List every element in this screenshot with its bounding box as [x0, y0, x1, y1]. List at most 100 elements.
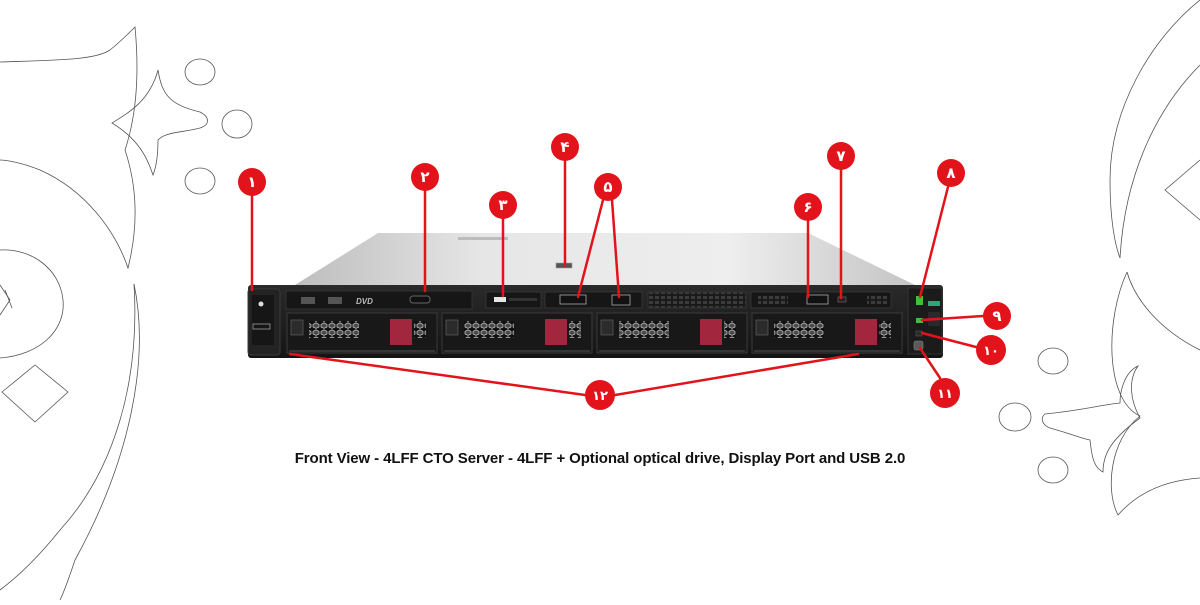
drive-hex-grille-small: [724, 321, 736, 338]
callout-circle: [551, 133, 579, 161]
drive-hex-grille: [464, 321, 514, 338]
callout-badge-10: ۱۰: [976, 335, 1006, 365]
top-vent-marks: [458, 237, 508, 240]
drive-status-label: [290, 319, 304, 336]
lff-drive-bays: [286, 312, 903, 354]
crescent-inner: [1119, 64, 1200, 259]
callout-number: ۱۰: [983, 344, 999, 359]
callout-line-12: [288, 352, 587, 397]
drive-bay-3[interactable]: [596, 312, 748, 354]
callout-badge-3: ۳: [489, 191, 517, 219]
serial-label-pull-tab[interactable]: [494, 297, 506, 302]
callout-badge-12: ۱۲: [585, 380, 615, 410]
crescent-inner: [0, 283, 136, 591]
callout-line-8: [918, 185, 950, 299]
drive-status-label: [445, 319, 459, 336]
drive-release-latch[interactable]: [390, 319, 412, 345]
drive-bay-1[interactable]: [286, 312, 438, 354]
callout-badge-1: ۱: [238, 168, 266, 196]
callout-number: ۱: [247, 173, 256, 191]
callout-lines: [250, 159, 985, 397]
crescent-outer: [59, 283, 140, 601]
front-vent-small: [758, 296, 788, 304]
callout-number: ۲: [420, 168, 429, 186]
drive-bay-4[interactable]: [751, 312, 903, 354]
drive-hex-grille: [774, 321, 824, 338]
circle-ornament: [1037, 456, 1069, 484]
brand-logo-badge: [928, 301, 940, 306]
power-button-led[interactable]: [916, 296, 923, 305]
circle-ornament: [998, 402, 1032, 432]
diamond-ornament: [0, 284, 11, 316]
optical-drive-indicator: [328, 297, 342, 304]
callout-circle: [585, 380, 615, 410]
circle-ornament: [184, 167, 216, 195]
callout-number: ۶: [803, 198, 812, 216]
diamond-ornament: [1, 364, 69, 423]
callout-badge-11: ۱۱: [930, 378, 960, 408]
leaf-shape-top: [0, 26, 138, 270]
callout-circle: [937, 159, 965, 187]
callout-line-11: [918, 346, 942, 380]
circle-ornament: [184, 58, 216, 86]
circle-ornament: [1037, 347, 1069, 375]
callout-badge-5: ۵: [594, 173, 622, 201]
callout-badge-7: ۷: [827, 142, 855, 170]
display-port[interactable]: [559, 294, 587, 305]
callout-badge-8: ۸: [937, 159, 965, 187]
callout-badge-2: ۲: [411, 163, 439, 191]
optical-drive-eject-button[interactable]: [409, 295, 431, 304]
drive-release-latch[interactable]: [700, 319, 722, 345]
chassis-top-cover: [295, 233, 915, 285]
callout-number: ۴: [560, 138, 569, 156]
star-shape-right: [1041, 365, 1141, 473]
callout-circle: [489, 191, 517, 219]
drive-status-label: [600, 319, 614, 336]
callout-line-9: [920, 314, 985, 322]
callout-circle: [976, 335, 1006, 365]
figure-caption: Front View - 4LFF CTO Server - 4LFF + Op…: [294, 450, 906, 467]
drive-hex-grille: [619, 321, 669, 338]
optical-drive-eject-icon: [301, 297, 315, 304]
decorative-ornament-right: [998, 0, 1200, 516]
front-vent-small: [867, 296, 887, 304]
callout-circle: [238, 168, 266, 196]
drive-hex-grille-small: [569, 321, 581, 338]
pull-tab-slot: [509, 298, 537, 301]
callout-circle: [983, 302, 1011, 330]
front-vent-center: [647, 291, 747, 309]
leaf-shape-bottom: [1110, 271, 1200, 516]
callout-circle: [930, 378, 960, 408]
callout-line-5: [576, 198, 605, 299]
usb-port-left[interactable]: [611, 294, 631, 306]
callout-number: ۵: [603, 178, 612, 196]
callout-number: ۱۱: [937, 387, 953, 402]
crescent-outer: [1109, 0, 1200, 259]
server-chassis: DVD: [247, 233, 943, 358]
callout-badge-4: ۴: [551, 133, 579, 161]
drive-hex-grille: [309, 321, 359, 338]
callout-number: ۳: [498, 196, 507, 214]
diamond-ornament: [1164, 159, 1200, 221]
dvd-logo: DVD: [356, 297, 373, 306]
callout-line-10: [920, 331, 978, 349]
drive-hex-grille-small: [879, 321, 891, 338]
star-shape-left: [111, 69, 208, 177]
drive-release-latch[interactable]: [855, 319, 877, 345]
leaf-shape-middle: [0, 249, 64, 359]
drive-status-label: [755, 319, 769, 336]
usb-port-right[interactable]: [806, 294, 829, 305]
drive-bay-2[interactable]: [441, 312, 593, 354]
drive-release-latch[interactable]: [545, 319, 567, 345]
callout-line-12: [613, 352, 860, 397]
callout-circle: [827, 142, 855, 170]
decorative-ornament-left: [0, 26, 253, 601]
callout-circle: [594, 173, 622, 201]
callout-number: ۹: [992, 307, 1001, 325]
callout-circle: [794, 193, 822, 221]
serial-number-tag: [252, 323, 271, 330]
callout-badge-9: ۹: [983, 302, 1011, 330]
